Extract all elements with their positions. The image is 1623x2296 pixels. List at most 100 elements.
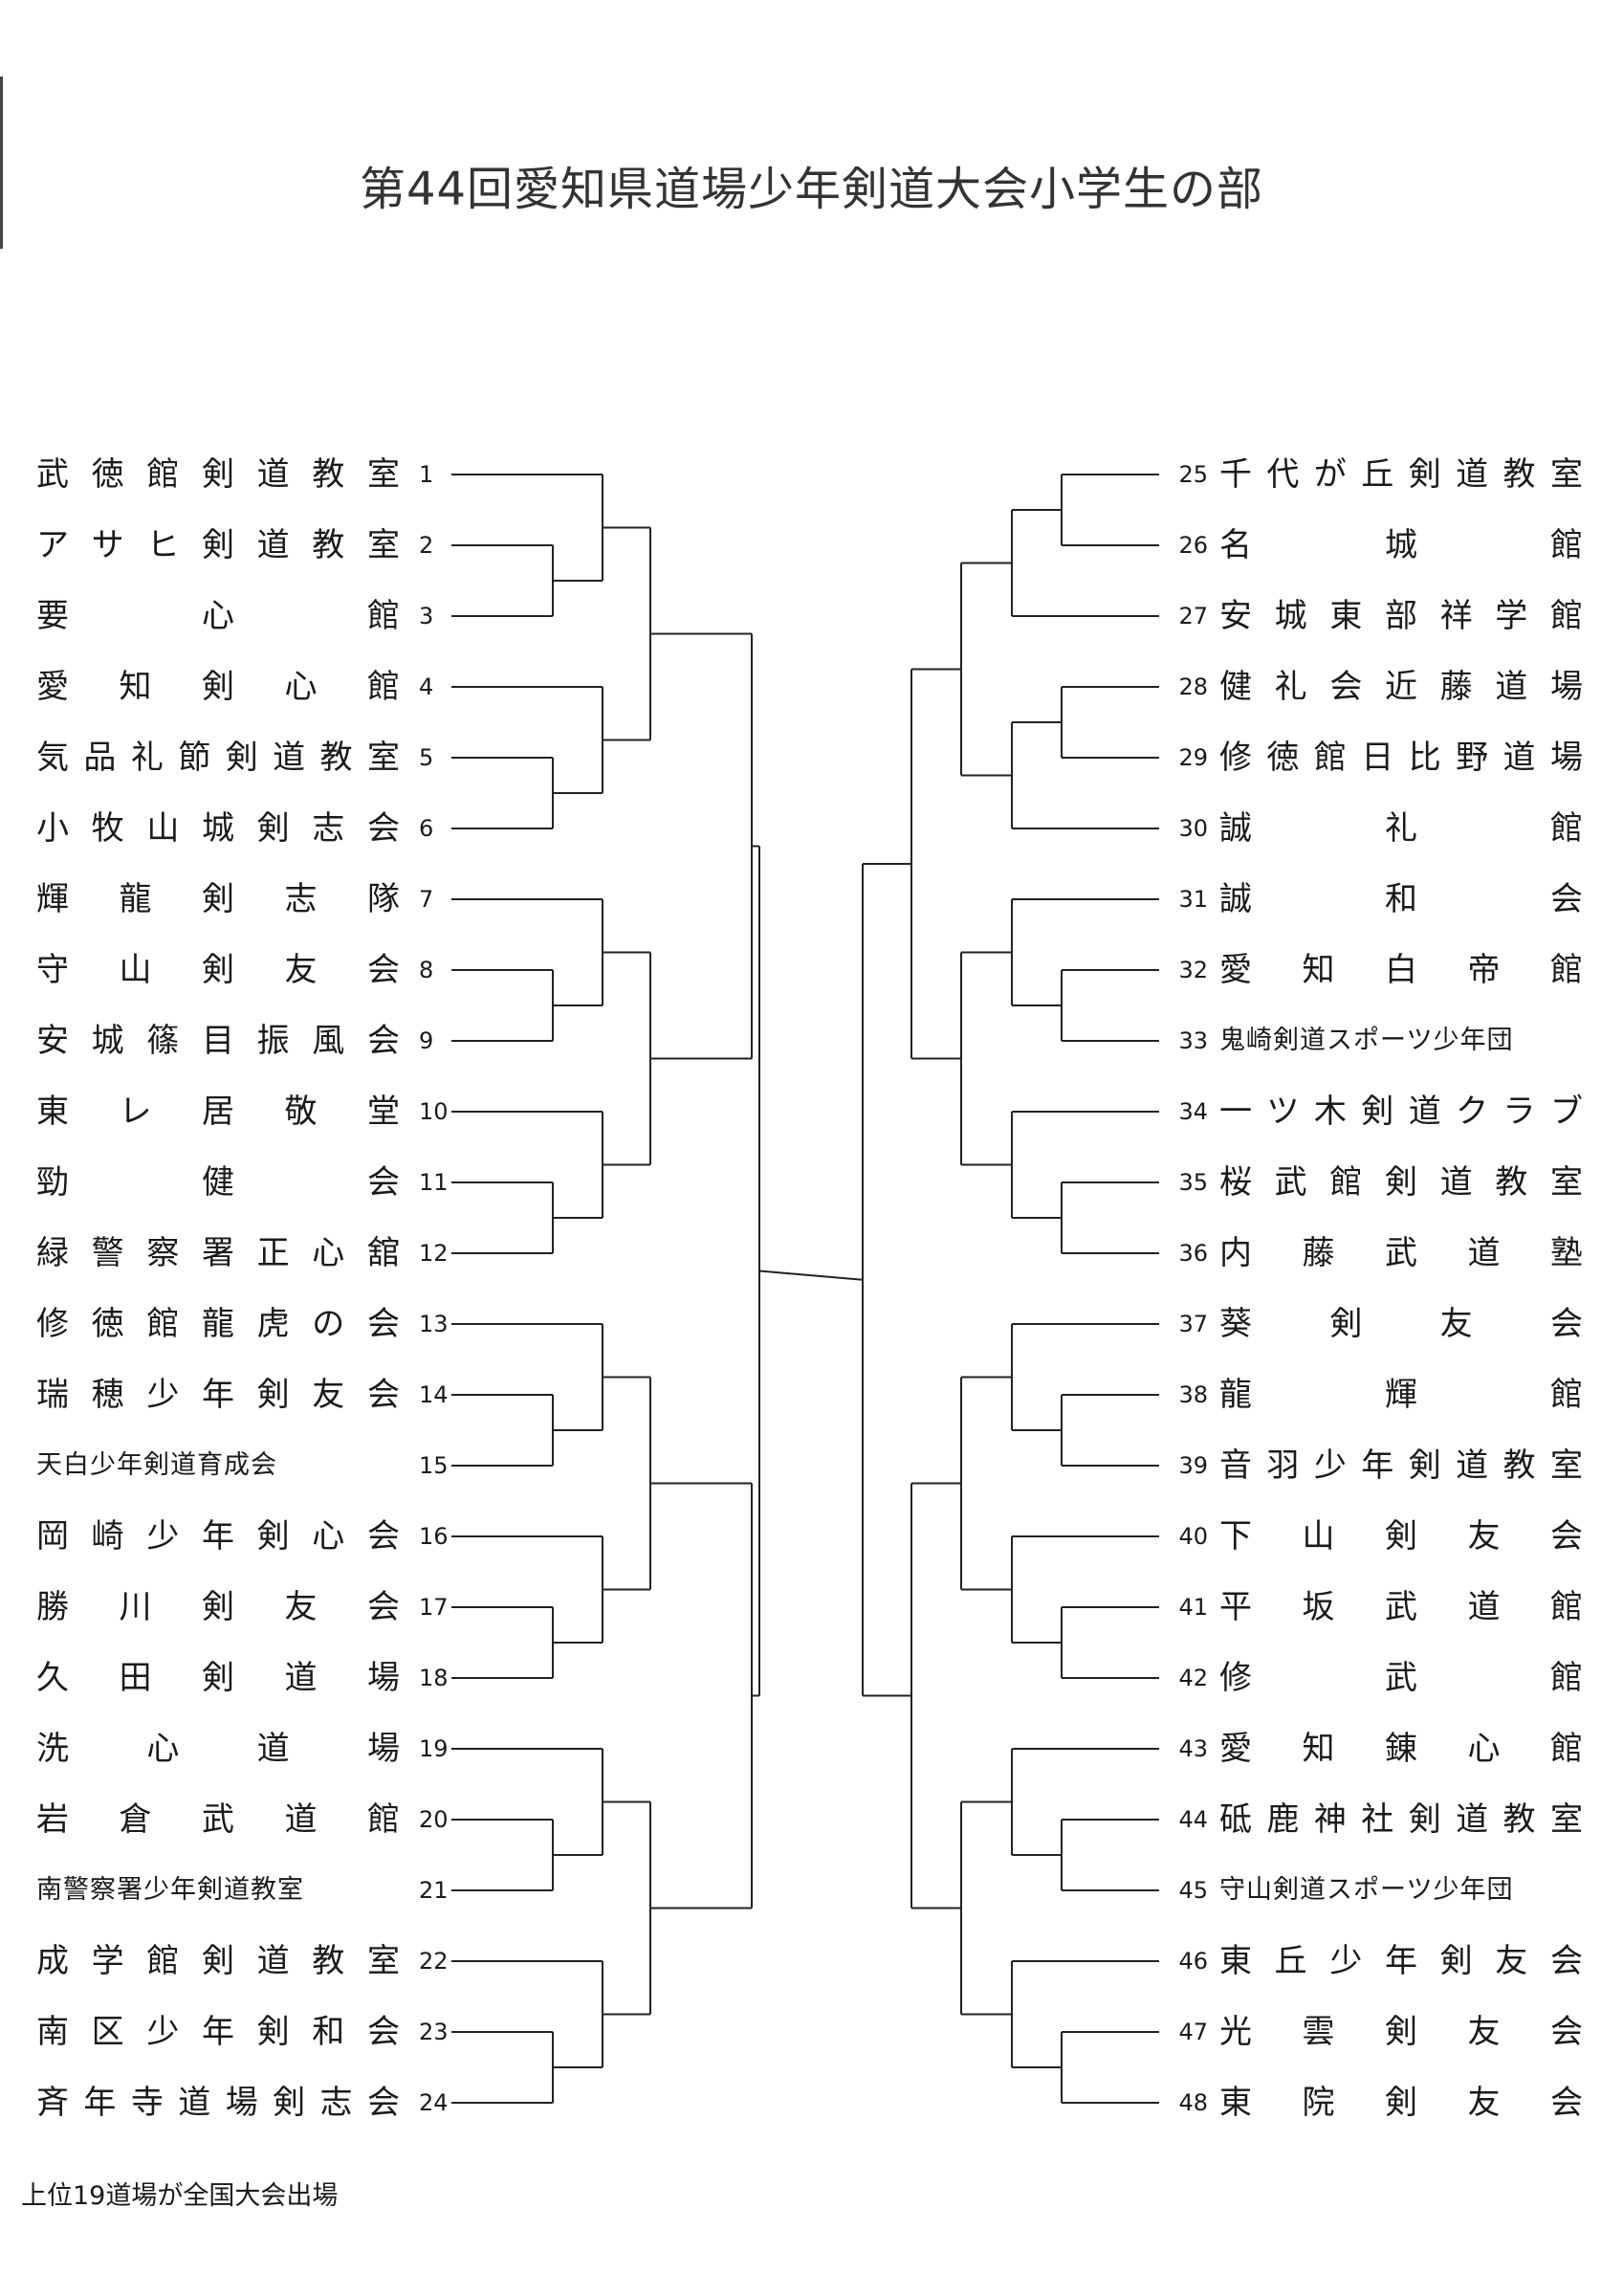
page-title: 第44回愛知県道場少年剣道大会小学生の部 [359, 163, 1264, 216]
team-name: 南警察署少年剣道教室 [36, 1875, 304, 1905]
team-entry: 愛知白帝館 32 [1162, 946, 1602, 994]
team-name: 東レ居敬堂 [36, 1093, 400, 1131]
team-entry: 東レ居敬堂 10 [36, 1088, 476, 1136]
seed-number: 18 [419, 1665, 449, 1691]
team-name: 瑞穂少年剣友会 [36, 1376, 400, 1414]
seed-number: 21 [419, 1877, 449, 1904]
team-entry: 修武館 42 [1162, 1654, 1602, 1702]
seed-number: 12 [419, 1240, 449, 1267]
team-entry: 健礼会近藤道場 28 [1162, 663, 1602, 711]
team-name: 内藤武道塾 [1219, 1234, 1583, 1272]
team-name: アサヒ剣道教室 [36, 526, 400, 564]
team-name: 緑警察署正心舘 [36, 1234, 400, 1272]
team-entry: 砥鹿神社剣道教室 44 [1162, 1796, 1602, 1843]
team-name: 愛知剣心館 [36, 668, 400, 706]
team-entry: 葵剣友会 37 [1162, 1300, 1602, 1348]
team-name: 平坂武道館 [1219, 1588, 1583, 1626]
team-name: 下山剣友会 [1219, 1517, 1583, 1556]
seed-number: 11 [419, 1169, 449, 1196]
team-name: 千代が丘剣道教室 [1219, 455, 1583, 494]
team-name: 愛知錬心館 [1219, 1730, 1583, 1768]
seed-number: 9 [419, 1027, 434, 1054]
team-name: 成学館剣道教室 [36, 1942, 400, 1980]
team-name: 葵剣友会 [1219, 1305, 1583, 1343]
seed-number: 23 [419, 2019, 449, 2045]
team-entry: 成学館剣道教室 22 [36, 1937, 476, 1985]
team-name: 健礼会近藤道場 [1219, 668, 1583, 706]
team-name: 小牧山城剣志会 [36, 809, 400, 848]
team-name: 砥鹿神社剣道教室 [1219, 1800, 1583, 1839]
team-entry: 瑞穂少年剣友会 14 [36, 1371, 476, 1419]
seed-number: 38 [1178, 1381, 1208, 1408]
seed-number: 36 [1178, 1240, 1208, 1267]
team-entry: 平坂武道館 41 [1162, 1583, 1602, 1631]
seed-number: 15 [419, 1452, 449, 1479]
seed-number: 45 [1178, 1877, 1208, 1904]
footnote: 上位19道場が全国大会出場 [21, 2181, 339, 2211]
team-name: 天白少年剣道育成会 [36, 1450, 277, 1480]
team-name: 東院剣友会 [1219, 2084, 1583, 2122]
seed-number: 32 [1178, 957, 1208, 983]
seed-number: 43 [1178, 1735, 1208, 1762]
seed-number: 20 [419, 1806, 449, 1833]
team-entry: 愛知錬心館 43 [1162, 1725, 1602, 1773]
seed-number: 2 [419, 532, 434, 559]
team-name: 洗心道場 [36, 1730, 400, 1768]
seed-number: 1 [419, 461, 434, 488]
team-name: 南区少年剣和会 [36, 2013, 400, 2051]
team-name: 修徳館龍虎の会 [36, 1305, 400, 1343]
team-name: 誠礼館 [1219, 809, 1583, 848]
team-entry: 天白少年剣道育成会 15 [36, 1442, 476, 1490]
seed-number: 14 [419, 1381, 449, 1408]
team-name: 鬼崎剣道スポーツ少年団 [1219, 1026, 1514, 1055]
seed-number: 30 [1178, 815, 1208, 842]
seed-number: 46 [1178, 1948, 1208, 1975]
team-name: 愛知白帝館 [1219, 951, 1583, 989]
team-entry: 南警察署少年剣道教室 21 [36, 1866, 476, 1914]
seed-number: 28 [1178, 673, 1208, 700]
team-name: 斉年寺道場剣志会 [36, 2084, 400, 2122]
team-entry: 誠礼館 30 [1162, 805, 1602, 852]
seed-number: 42 [1178, 1665, 1208, 1691]
team-name: 安城東部祥学館 [1219, 597, 1583, 635]
seed-number: 44 [1178, 1806, 1208, 1833]
seed-number: 31 [1178, 886, 1208, 913]
seed-number: 33 [1178, 1027, 1208, 1054]
seed-number: 29 [1178, 744, 1208, 771]
team-name: 勝川剣友会 [36, 1588, 400, 1626]
final-line [758, 1269, 864, 1281]
scan-edge-mark [0, 77, 3, 249]
seed-number: 10 [419, 1098, 449, 1125]
seed-number: 39 [1178, 1452, 1208, 1479]
team-entry: 修徳館日比野道場 29 [1162, 734, 1602, 782]
team-name: 東丘少年剣友会 [1219, 1942, 1583, 1980]
team-name: 要心館 [36, 597, 400, 635]
team-name: 武徳館剣道教室 [36, 455, 400, 494]
seed-number: 25 [1178, 461, 1208, 488]
seed-number: 37 [1178, 1311, 1208, 1337]
seed-number: 3 [419, 603, 434, 629]
team-entry: 千代が丘剣道教室 25 [1162, 451, 1602, 498]
team-name: 守山剣道スポーツ少年団 [1219, 1875, 1514, 1905]
seed-number: 22 [419, 1948, 449, 1975]
team-name: 修徳館日比野道場 [1219, 739, 1583, 777]
seed-number: 41 [1178, 1594, 1208, 1621]
team-entry: 守山剣道スポーツ少年団 45 [1162, 1866, 1602, 1914]
team-entry: 東丘少年剣友会 46 [1162, 1937, 1602, 1985]
team-name: 修武館 [1219, 1659, 1583, 1697]
